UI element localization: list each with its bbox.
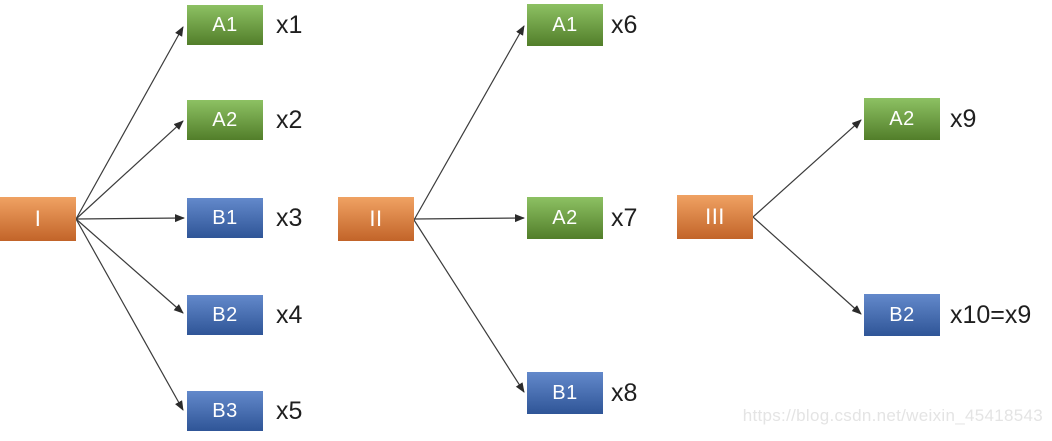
node-value-label: x3 — [276, 203, 303, 232]
node-label: B1 — [212, 206, 238, 229]
node-label: A2 — [552, 206, 578, 229]
node-B3: B3 — [187, 391, 263, 431]
node-value-label: x10=x9 — [950, 300, 1032, 329]
node-B2: B2 — [864, 294, 940, 336]
node-value-label: x9 — [950, 104, 977, 133]
node-value-label: x2 — [276, 105, 303, 134]
edge-II-A1 — [413, 25, 525, 221]
node-A1: A1 — [527, 4, 603, 46]
node-B1: B1 — [527, 372, 603, 414]
node-label: B3 — [212, 399, 238, 422]
root-node-III: III — [677, 195, 753, 239]
edge-I-B3 — [75, 218, 184, 411]
root-node-label: I — [34, 206, 42, 231]
node-value-label: x1 — [276, 10, 303, 39]
node-B2: B2 — [187, 295, 263, 335]
node-label: B1 — [552, 381, 578, 404]
root-node-label: II — [369, 206, 383, 231]
root-node-label: III — [705, 204, 725, 229]
node-label: A2 — [889, 107, 915, 130]
watermark-url-text: https://blog.csdn.net/weixin_45418543 — [742, 406, 1043, 425]
node-value-label: x8 — [611, 378, 638, 407]
node-B1: B1 — [187, 198, 263, 238]
root-node-I: I — [0, 197, 76, 241]
edge-II-A2 — [413, 214, 525, 223]
edge-I-B2 — [75, 218, 184, 314]
node-A1: A1 — [187, 5, 263, 45]
node-label: A1 — [212, 13, 238, 36]
node-value-label: x4 — [276, 300, 303, 329]
node-label: B2 — [889, 303, 915, 326]
node-A2: A2 — [864, 98, 940, 140]
root-node-II: II — [338, 197, 414, 241]
edge-I-A1 — [75, 26, 184, 220]
node-label: A1 — [552, 13, 578, 36]
node-value-label: x7 — [611, 203, 638, 232]
node-label: A2 — [212, 108, 238, 131]
node-A2: A2 — [527, 197, 603, 239]
edge-I-B1 — [75, 214, 185, 223]
node-value-label: x6 — [611, 10, 638, 39]
edge-III-A2 — [752, 119, 862, 218]
edge-III-B2 — [752, 216, 862, 315]
edge-II-B1 — [413, 219, 525, 393]
node-value-label: x5 — [276, 396, 303, 425]
node-A2: A2 — [187, 100, 263, 140]
node-label: B2 — [212, 303, 238, 326]
edge-I-A2 — [75, 120, 184, 220]
